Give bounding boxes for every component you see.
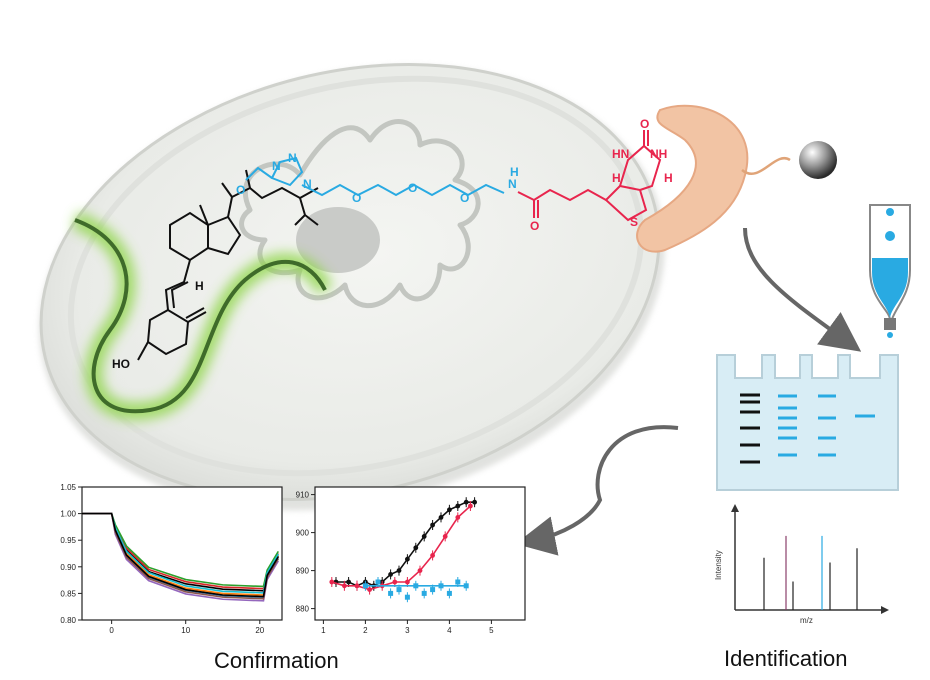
c2-xtick-label: 3 bbox=[405, 626, 410, 635]
linker-labels: O N N N O O O N H bbox=[236, 151, 519, 205]
caption-confirmation: Confirmation bbox=[214, 648, 339, 673]
c2-point bbox=[362, 583, 368, 589]
atom-o-ether: O bbox=[236, 183, 245, 197]
c2-point bbox=[446, 590, 452, 596]
c2-point bbox=[455, 503, 461, 509]
c2-point bbox=[472, 499, 477, 505]
atom-o-peg-1: O bbox=[352, 191, 361, 205]
c2-point bbox=[396, 568, 402, 573]
atom-o-peg-2: O bbox=[408, 181, 417, 195]
target-protein bbox=[636, 104, 791, 253]
c1-xtick-label: 20 bbox=[255, 626, 264, 635]
c2-point bbox=[404, 594, 410, 600]
biotin bbox=[517, 130, 662, 222]
atom-h-biotin-2: H bbox=[664, 171, 673, 185]
atom-hn-biotin: HN bbox=[612, 147, 629, 161]
caption-identification: Identification bbox=[724, 646, 848, 671]
c1-ytick-label: 1.05 bbox=[60, 483, 76, 492]
c1-ytick-label: 0.95 bbox=[60, 536, 76, 545]
c2-point bbox=[405, 556, 410, 562]
c2-ytick-label: 900 bbox=[296, 529, 310, 538]
cell bbox=[39, 63, 665, 511]
atom-ho: HO bbox=[112, 357, 130, 371]
chart-time-course: 1.05 1.00 0.95 0.90 0.85 0.80 0 10 20 bbox=[60, 483, 283, 635]
c2-point bbox=[430, 587, 436, 593]
c2-point bbox=[417, 568, 423, 573]
c2-point bbox=[447, 507, 452, 513]
c2-xtick-label: 5 bbox=[489, 626, 494, 635]
atom-h: H bbox=[195, 279, 204, 293]
c1-ytick-label: 0.85 bbox=[60, 589, 76, 598]
biotin-labels: O O HN NH H H S bbox=[530, 117, 673, 233]
atom-n-triazole-1: N bbox=[272, 159, 281, 173]
c2-point bbox=[346, 579, 351, 585]
c2-point bbox=[342, 583, 347, 589]
c1-ytick-label: 0.90 bbox=[60, 563, 76, 572]
atom-h-amide: H bbox=[510, 165, 519, 179]
c2-point bbox=[463, 583, 469, 589]
c2-point bbox=[438, 583, 444, 589]
c2-xtick-label: 2 bbox=[363, 626, 368, 635]
atom-s-biotin: S bbox=[630, 215, 638, 229]
marker-bands bbox=[740, 393, 760, 464]
atom-o-amide: O bbox=[530, 219, 539, 233]
sample-bands bbox=[778, 394, 875, 457]
mass-spectrum: Intensity m/z bbox=[714, 504, 889, 625]
c2-point bbox=[421, 590, 427, 596]
atom-o-peg-3: O bbox=[460, 191, 469, 205]
sds-gel bbox=[716, 354, 899, 491]
c2-point bbox=[375, 579, 381, 585]
c2-point bbox=[392, 579, 398, 585]
c2-point bbox=[463, 499, 469, 505]
affinity-column bbox=[869, 204, 911, 338]
c2-point bbox=[413, 583, 419, 589]
c2-point bbox=[455, 579, 461, 585]
c2-point bbox=[388, 590, 394, 596]
c2-point bbox=[468, 503, 473, 509]
c2-point bbox=[438, 515, 444, 520]
c1-xtick-label: 10 bbox=[181, 626, 190, 635]
c2-ytick-label: 880 bbox=[296, 605, 310, 614]
c2-point bbox=[455, 515, 461, 520]
arrow-to-confirmation bbox=[515, 425, 679, 556]
atom-n-amide: N bbox=[508, 177, 517, 191]
c2-point bbox=[430, 553, 435, 558]
atom-h-biotin-1: H bbox=[612, 171, 621, 185]
c2-ytick-label: 890 bbox=[296, 567, 310, 576]
dna-strand bbox=[71, 211, 334, 421]
c2-point bbox=[329, 579, 335, 585]
vitamin-d-labels: HO H bbox=[112, 279, 204, 371]
c2-point bbox=[367, 587, 372, 592]
ms-xlabel: m/z bbox=[800, 616, 813, 625]
vitamin-d-scaffold bbox=[137, 169, 319, 361]
c2-point bbox=[413, 545, 419, 551]
ms-ylabel: Intensity bbox=[714, 550, 723, 580]
c2-xtick-label: 1 bbox=[321, 626, 326, 635]
c1-xtick-label: 0 bbox=[109, 626, 114, 635]
chart-titration: 910 900 890 880 1 2 3 4 5 bbox=[296, 486, 526, 635]
c2-point bbox=[405, 579, 410, 585]
atom-o-urea: O bbox=[640, 117, 649, 131]
c1-series-line bbox=[82, 512, 279, 598]
arrow-to-gel bbox=[743, 227, 862, 352]
c1-ytick-label: 1.00 bbox=[60, 510, 76, 519]
atom-n-triazole-2: N bbox=[288, 151, 297, 165]
atom-n-triazole-3: N bbox=[303, 177, 312, 191]
c2-point bbox=[421, 534, 427, 539]
c2-point bbox=[430, 522, 435, 528]
c2-point bbox=[354, 583, 360, 589]
bead bbox=[799, 141, 837, 179]
c2-ytick-label: 910 bbox=[296, 491, 310, 500]
c1-ytick-label: 0.80 bbox=[60, 616, 76, 625]
atom-nh-biotin: NH bbox=[650, 147, 667, 161]
c2-point bbox=[442, 534, 448, 539]
c2-point bbox=[396, 587, 402, 593]
peg-linker bbox=[245, 156, 505, 197]
c2-point bbox=[388, 572, 393, 577]
c2-xtick-label: 4 bbox=[447, 626, 452, 635]
